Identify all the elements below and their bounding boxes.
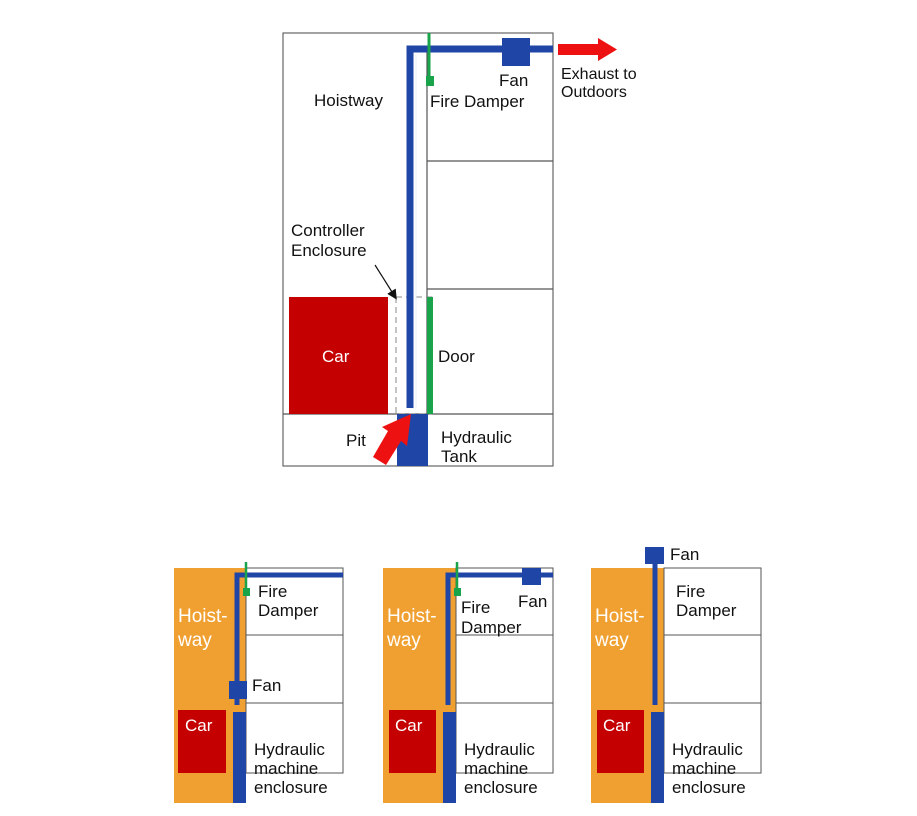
pit-arrow-icon bbox=[373, 414, 411, 465]
controller-label-line2: Enclosure bbox=[291, 241, 367, 260]
machine-label-line1: Hydraulic bbox=[672, 740, 743, 759]
elevator-car bbox=[178, 710, 226, 773]
fan-icon bbox=[522, 568, 541, 585]
car-label: Car bbox=[603, 716, 631, 735]
machine-label-line1: Hydraulic bbox=[254, 740, 325, 759]
controller-leader bbox=[374, 264, 397, 300]
fan-icon bbox=[502, 38, 530, 66]
fire-damper-label: Fire Damper bbox=[430, 92, 525, 111]
fire-damper-label-line2: Damper bbox=[258, 601, 319, 620]
car-label: Car bbox=[395, 716, 423, 735]
hoistway-label-line1: Hoist- bbox=[595, 606, 645, 627]
elevator-car bbox=[389, 710, 436, 773]
machine-label-line3: enclosure bbox=[254, 778, 328, 797]
fire-damper-label-line1: Fire bbox=[676, 582, 705, 601]
fan-label: Fan bbox=[670, 545, 699, 564]
hoistway-label-line1: Hoist- bbox=[387, 606, 437, 627]
tank-label-line2: Tank bbox=[441, 447, 477, 466]
exhaust-label-line1: Exhaust to bbox=[561, 66, 637, 83]
hoistway-label-line2: way bbox=[386, 630, 421, 651]
fan-label: Fan bbox=[518, 592, 547, 611]
hoistway-label-line1: Hoist- bbox=[178, 606, 228, 627]
machine-label-line3: enclosure bbox=[672, 778, 746, 797]
car-label: Car bbox=[322, 347, 350, 366]
exhaust-arrow-icon bbox=[558, 38, 617, 61]
fire-damper-icon bbox=[426, 76, 434, 86]
fire-damper-label-line2: Damper bbox=[461, 618, 522, 637]
variant-2: Car Hoist- way Fire Damper Fan Hydraulic… bbox=[383, 562, 554, 803]
elevator-car bbox=[597, 710, 644, 773]
variant-3: Car Hoist- way Fan Fire Damper Hydraulic… bbox=[591, 545, 762, 803]
hoistway-label-line2: way bbox=[594, 630, 629, 651]
hydraulic-machine-enclosure bbox=[443, 712, 456, 803]
fan-icon bbox=[229, 681, 247, 699]
elevator-car bbox=[289, 297, 388, 414]
car-label: Car bbox=[185, 716, 213, 735]
exhaust-duct bbox=[234, 572, 343, 705]
floors-box bbox=[455, 567, 554, 774]
variant-1: Car Hoist- way Fire Damper Fan Hydraulic… bbox=[174, 562, 344, 803]
hoistway-label: Hoistway bbox=[314, 91, 383, 110]
hydraulic-machine-enclosure bbox=[233, 712, 246, 803]
fire-damper-label-line1: Fire bbox=[258, 582, 287, 601]
fan-icon bbox=[645, 547, 664, 564]
fan-label: Fan bbox=[252, 676, 281, 695]
floors-box bbox=[245, 567, 344, 774]
fire-damper-label-line2: Damper bbox=[676, 601, 737, 620]
pit-label: Pit bbox=[346, 431, 366, 450]
exhaust-label-line2: Outdoors bbox=[561, 84, 627, 101]
hoistway-label-line2: way bbox=[177, 630, 212, 651]
fire-damper-icon bbox=[454, 588, 461, 596]
machine-label-line1: Hydraulic bbox=[464, 740, 535, 759]
main-diagram: Car Hoistway Fan Exhaust to Outdoors Fir… bbox=[282, 32, 637, 467]
machine-label-line2: machine bbox=[672, 759, 736, 778]
door-label: Door bbox=[438, 347, 475, 366]
fire-damper-label-line1: Fire bbox=[461, 598, 490, 617]
fan-label: Fan bbox=[499, 71, 528, 90]
tank-label-line1: Hydraulic bbox=[441, 428, 512, 447]
machine-label-line2: machine bbox=[254, 759, 318, 778]
fire-damper-icon bbox=[243, 588, 250, 596]
hydraulic-machine-enclosure bbox=[651, 712, 664, 803]
machine-label-line2: machine bbox=[464, 759, 528, 778]
machine-label-line3: enclosure bbox=[464, 778, 538, 797]
exhaust-duct bbox=[445, 572, 553, 705]
controller-label-line1: Controller bbox=[291, 221, 365, 240]
floors-box bbox=[663, 567, 762, 774]
door-panel bbox=[427, 297, 433, 414]
